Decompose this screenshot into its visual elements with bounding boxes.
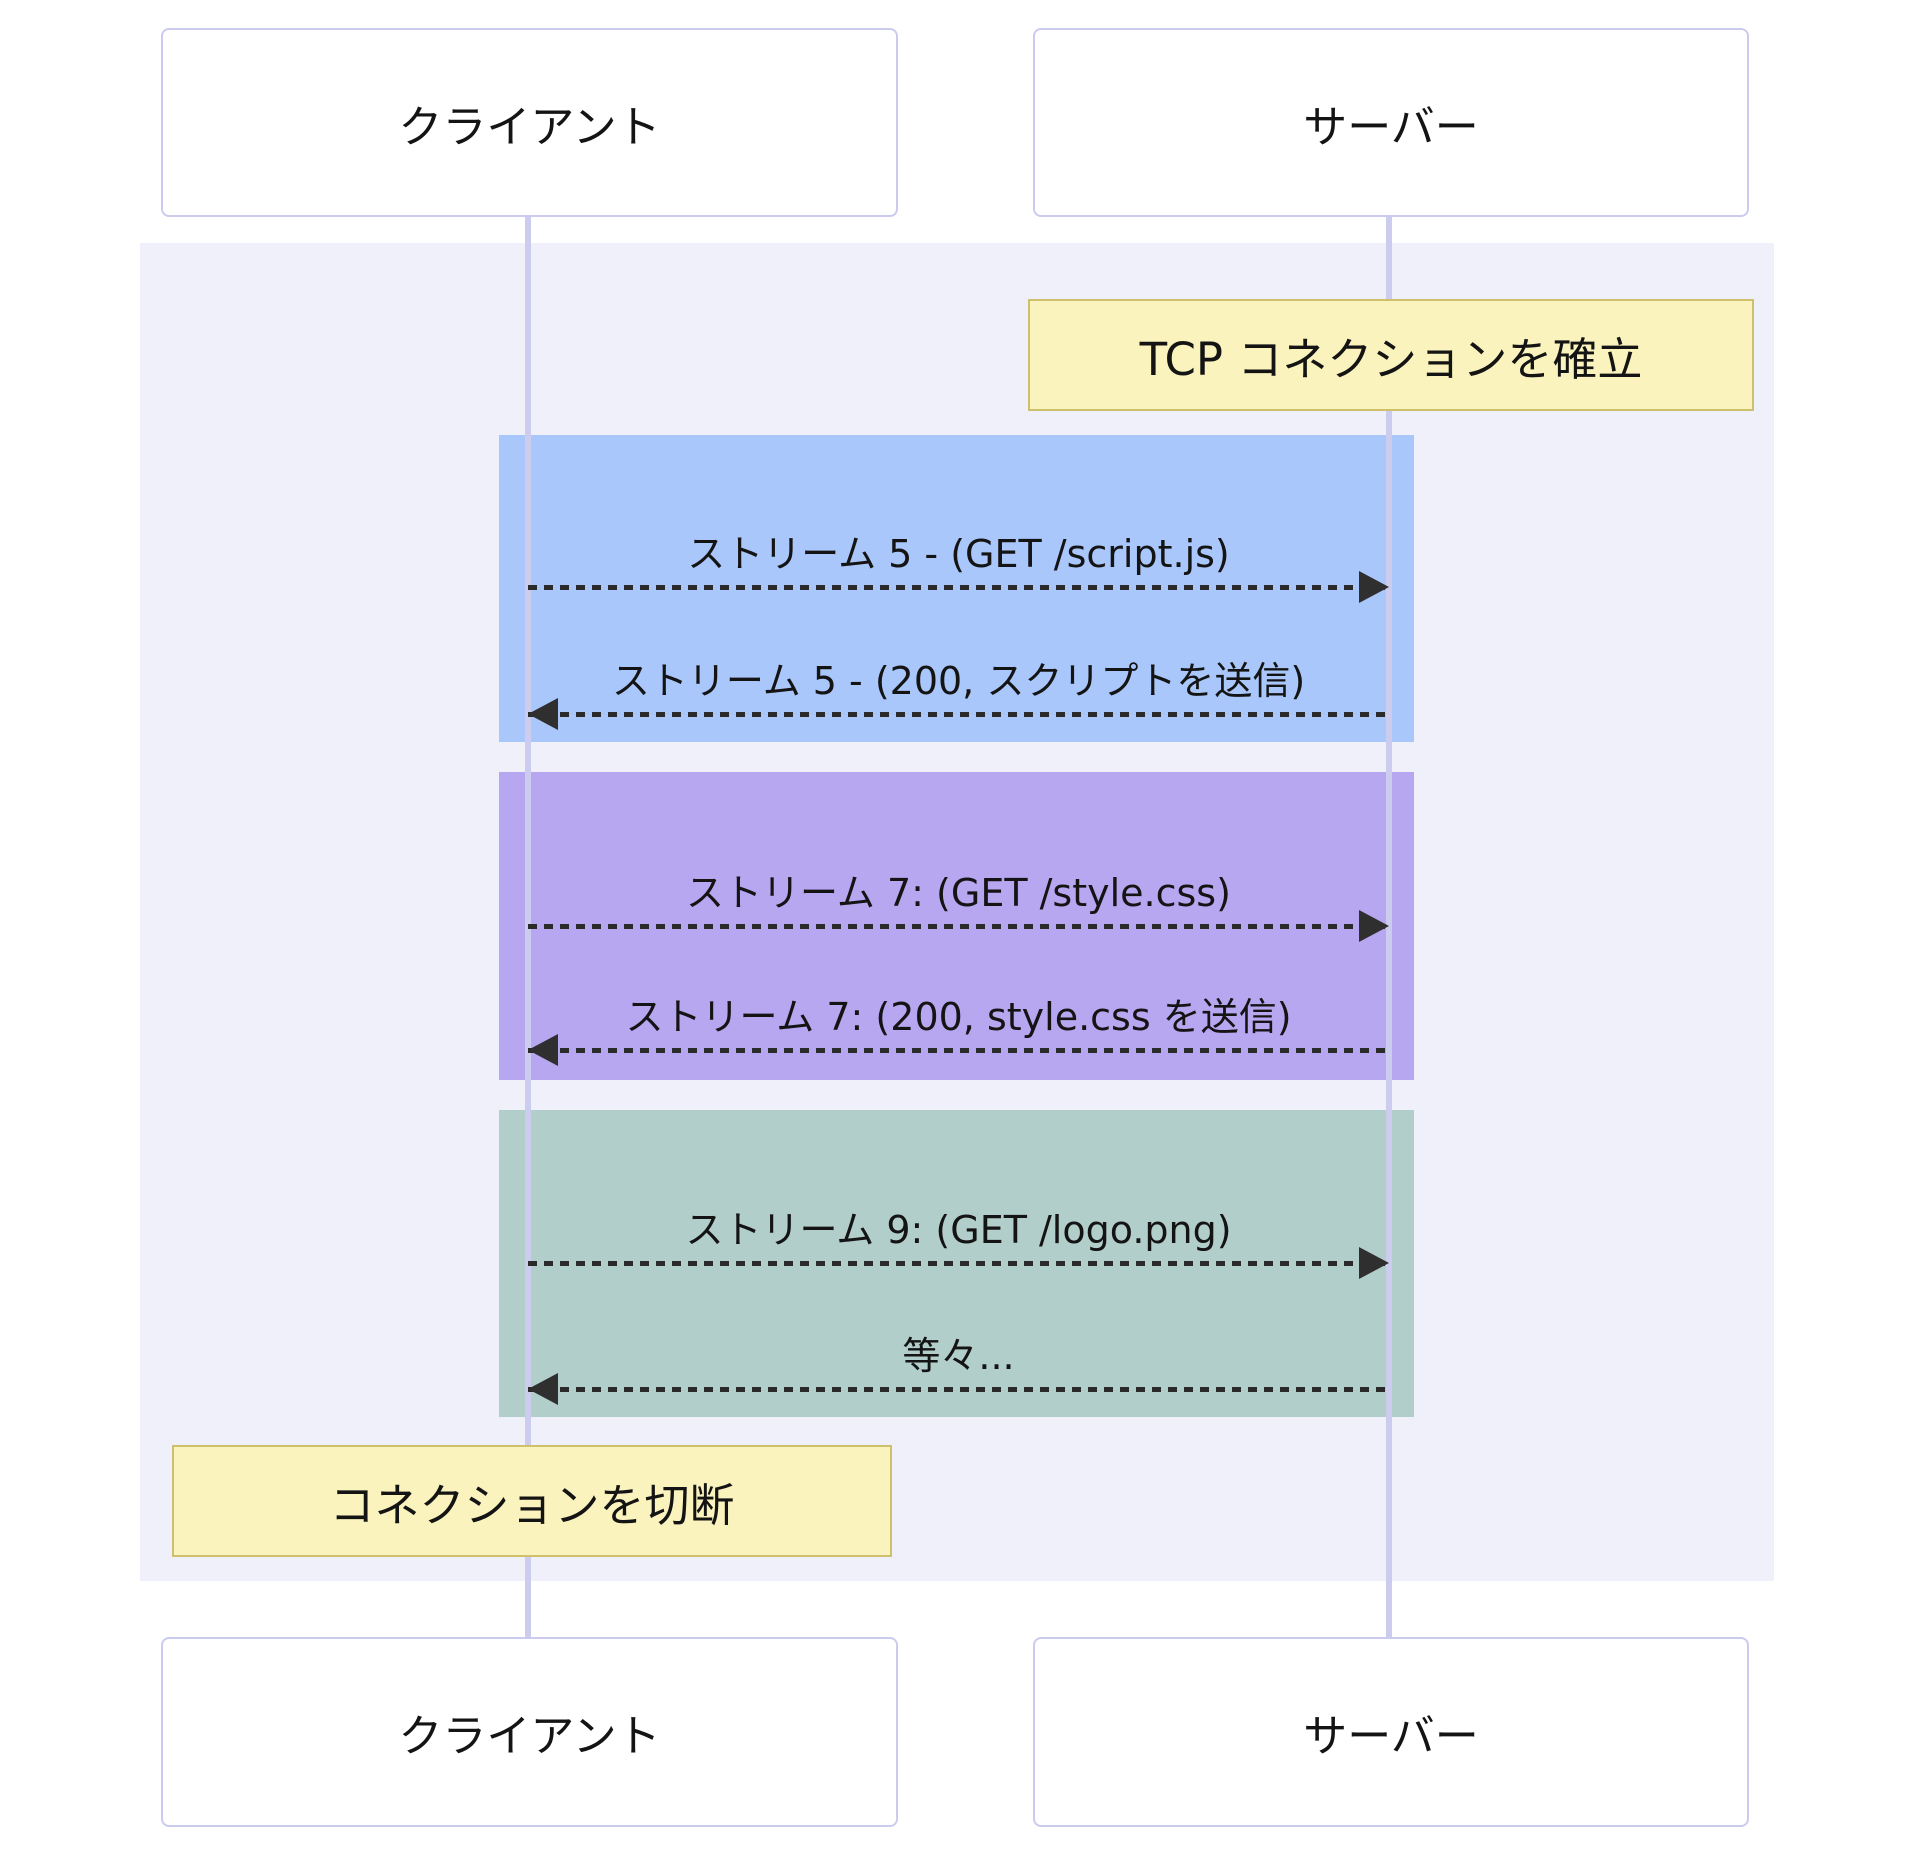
arrowhead-left-icon xyxy=(528,1373,558,1405)
message-stream5-request-arrow xyxy=(528,585,1389,590)
message-stream9-request-label: ストリーム 9: (GET /logo.png) xyxy=(685,1208,1232,1252)
message-stream5-response-arrow xyxy=(528,712,1389,717)
server-actor-box-top: サーバー xyxy=(1033,28,1749,217)
message-stream7-request-label: ストリーム 7: (GET /style.css) xyxy=(686,871,1231,915)
note-tcp-establish: TCP コネクションを確立 xyxy=(1028,299,1754,411)
message-stream7-response-arrow xyxy=(528,1048,1389,1053)
server-actor-label: サーバー xyxy=(1303,1711,1479,1762)
message-stream5-response-label: ストリーム 5 - (200, スクリプトを送信) xyxy=(611,659,1306,703)
server-actor-box-bottom: サーバー xyxy=(1033,1637,1749,1827)
client-actor-label: クライアント xyxy=(398,1711,661,1762)
message-stream9-request-arrow xyxy=(528,1261,1389,1266)
note-disconnect: コネクションを切断 xyxy=(172,1445,892,1557)
server-actor-label: サーバー xyxy=(1303,101,1479,153)
message-etc-arrow xyxy=(528,1387,1389,1392)
message-stream7-request-arrow xyxy=(528,924,1389,929)
arrowhead-left-icon xyxy=(528,1034,558,1066)
arrowhead-right-icon xyxy=(1359,571,1389,603)
arrowhead-right-icon xyxy=(1359,910,1389,942)
client-actor-box-bottom: クライアント xyxy=(161,1637,898,1827)
arrowhead-left-icon xyxy=(528,698,558,730)
note-tcp-establish-label: TCP コネクションを確立 xyxy=(1139,332,1643,386)
client-actor-label: クライアント xyxy=(398,101,661,153)
server-lifeline xyxy=(1386,213,1392,1637)
arrowhead-right-icon xyxy=(1359,1247,1389,1279)
message-etc-label: 等々... xyxy=(902,1334,1015,1378)
client-actor-box-top: クライアント xyxy=(161,28,898,217)
message-stream5-request-label: ストリーム 5 - (GET /script.js) xyxy=(687,532,1230,576)
note-disconnect-label: コネクションを切断 xyxy=(329,1478,735,1532)
message-stream7-response-label: ストリーム 7: (200, style.css を送信) xyxy=(625,995,1292,1039)
